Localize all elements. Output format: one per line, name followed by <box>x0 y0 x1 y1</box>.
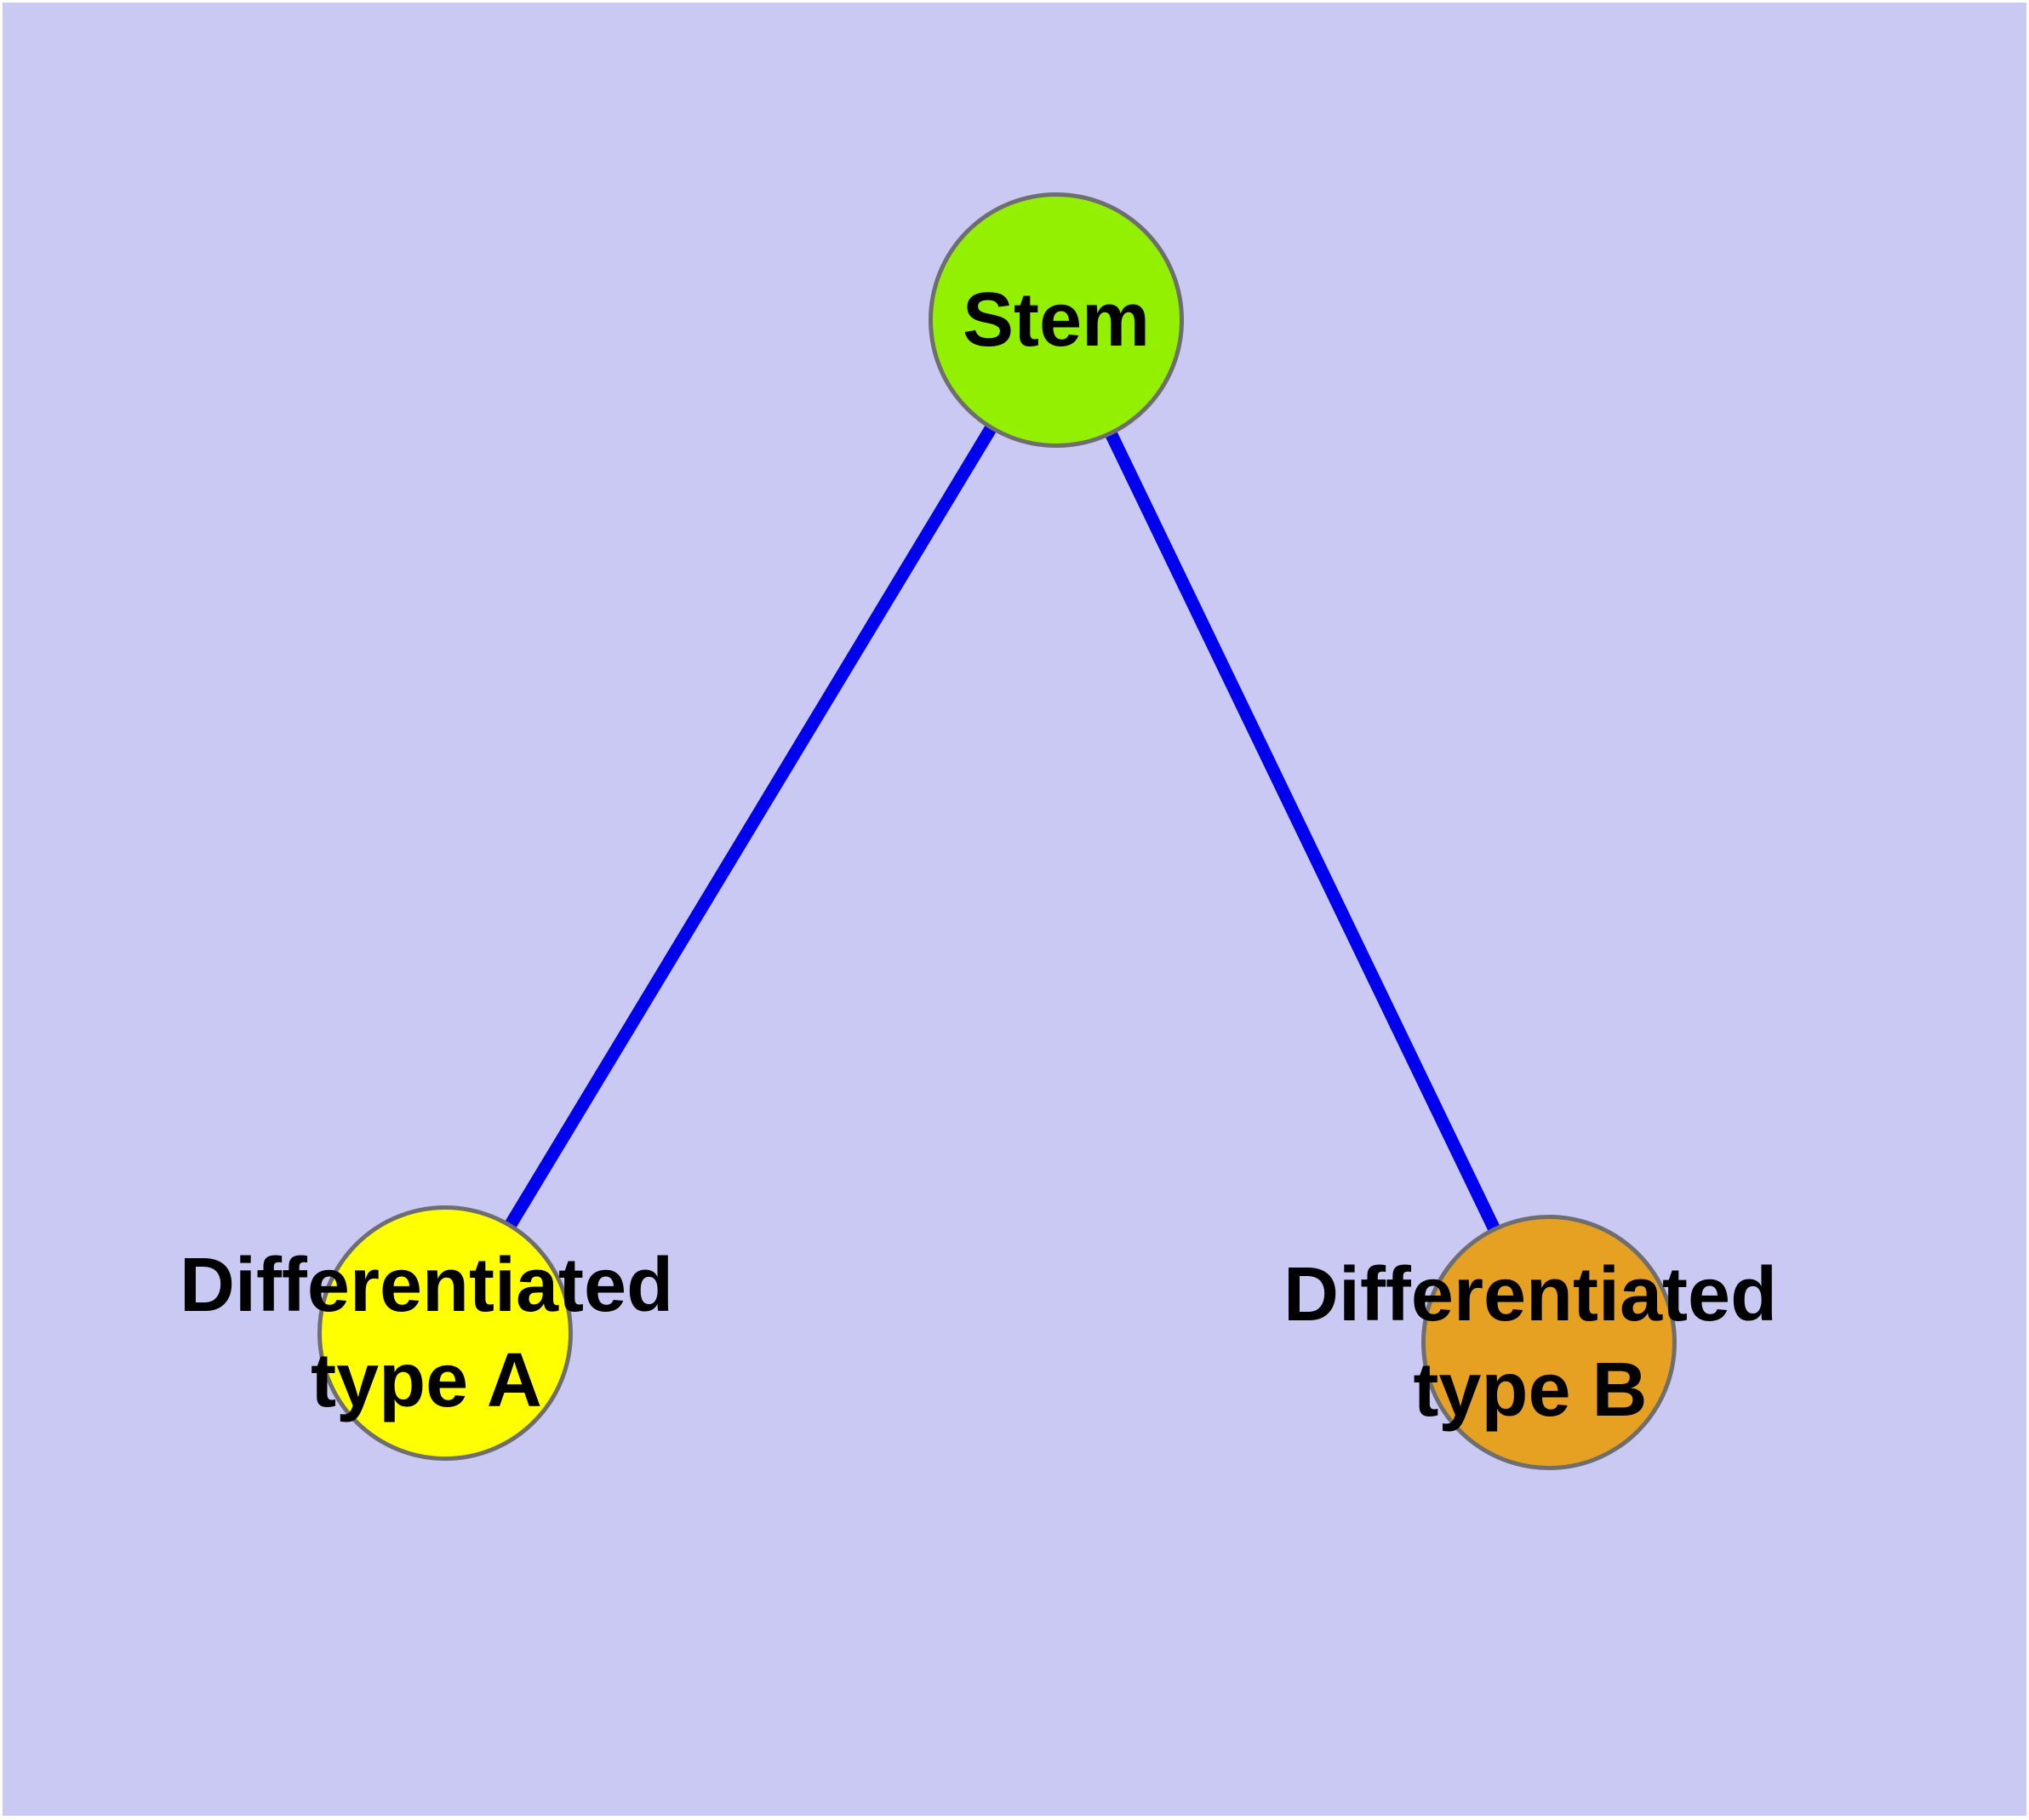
diagram-canvas: Stem Differentiated type A Differentiate… <box>3 3 2026 1816</box>
node-stem-label: Stem <box>962 278 1151 363</box>
node-differentiated-type-b-circle <box>1421 1215 1677 1470</box>
edge-stem-typeA <box>439 317 1062 1336</box>
node-differentiated-type-a-circle <box>317 1205 573 1461</box>
node-differentiated-type-b-label: Differentiated type B <box>1283 1252 1778 1433</box>
node-stem-circle <box>929 192 1184 448</box>
node-differentiated-type-a-label: Differentiated type A <box>179 1243 674 1423</box>
edge-stem-typeB <box>1050 317 1555 1346</box>
edges-layer <box>439 317 1555 1346</box>
